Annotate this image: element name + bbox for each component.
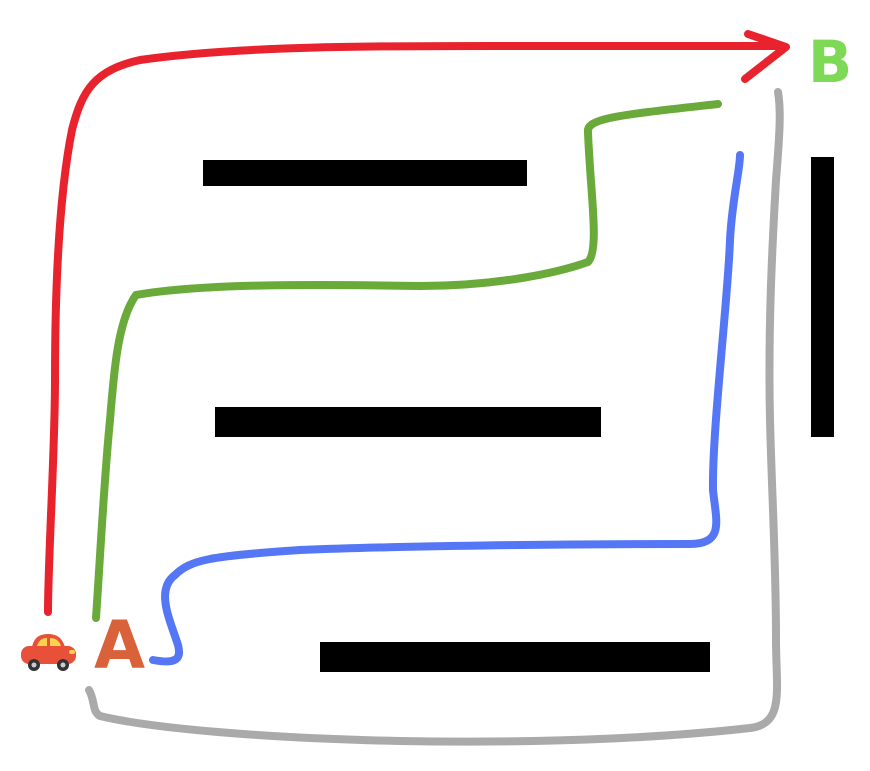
red-car-icon bbox=[21, 634, 76, 671]
start-label: A bbox=[94, 607, 145, 684]
wall-bottom bbox=[320, 642, 710, 672]
route-gray bbox=[85, 88, 784, 746]
route-blue bbox=[149, 151, 744, 666]
car-headlight bbox=[69, 650, 75, 654]
car-window-left bbox=[37, 638, 47, 646]
wall-top bbox=[203, 160, 527, 186]
destination-label: B bbox=[808, 28, 852, 96]
wall-right bbox=[811, 157, 834, 437]
car-body bbox=[21, 646, 76, 664]
route-red bbox=[44, 41, 780, 616]
car-window-right bbox=[50, 638, 61, 646]
car-wheel-front-hub bbox=[60, 662, 66, 668]
route-green bbox=[92, 100, 722, 622]
walls bbox=[203, 157, 834, 672]
car-wheel-rear-hub bbox=[31, 662, 37, 668]
route-red-arrowhead bbox=[741, 30, 790, 83]
wall-middle bbox=[215, 407, 601, 437]
